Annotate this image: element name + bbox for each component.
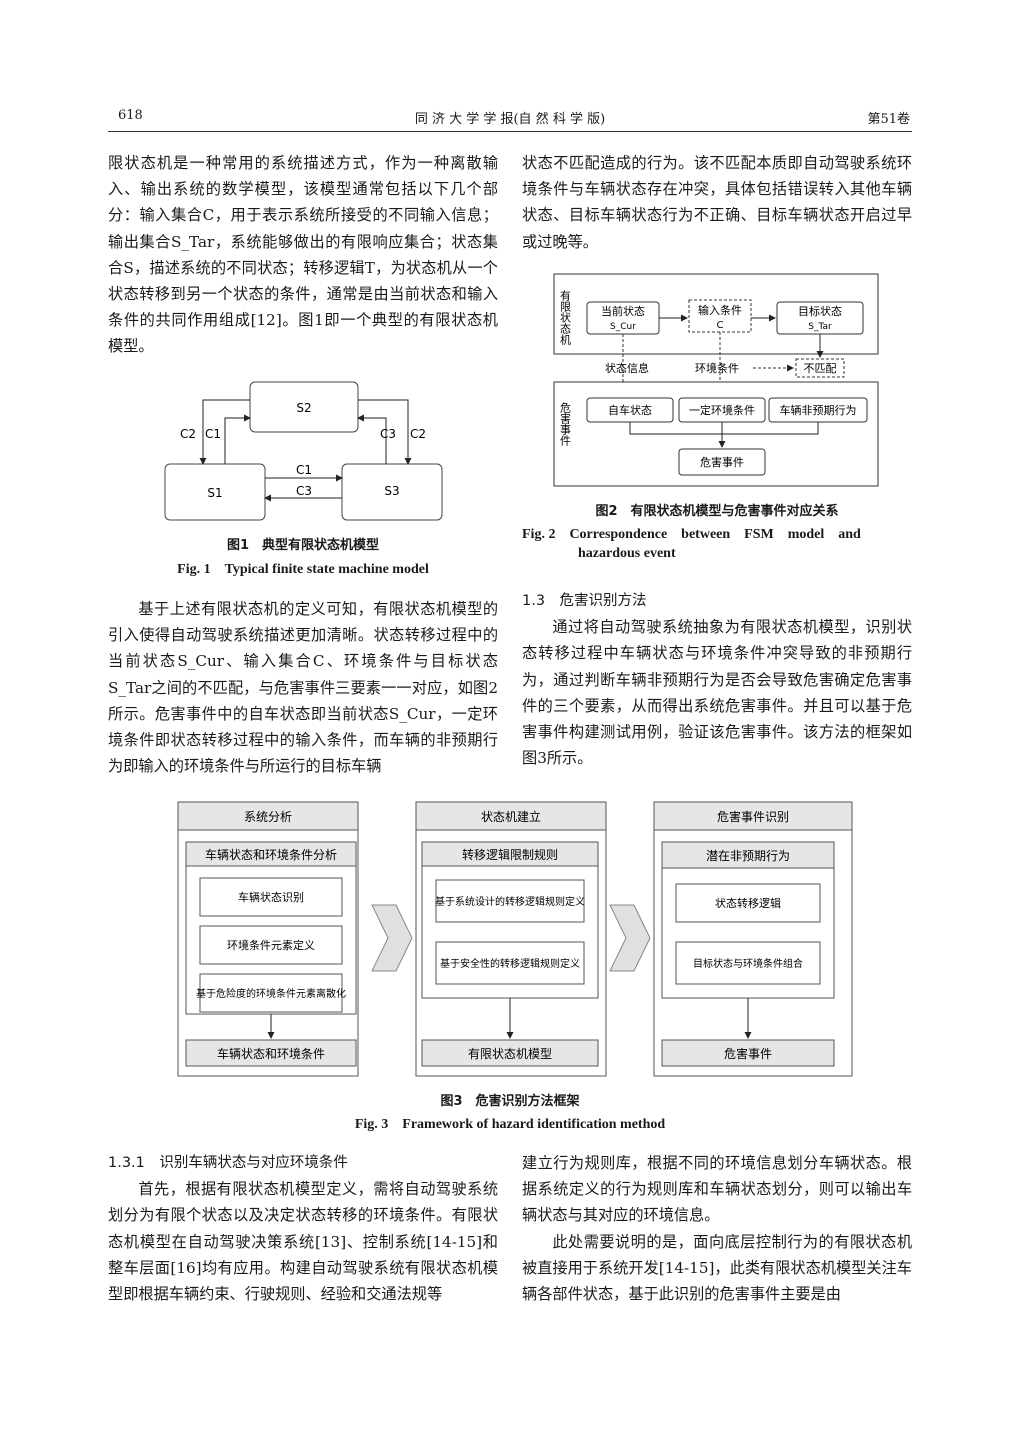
- arrow-s2-s1-outer: [199, 399, 250, 465]
- bottom-right-paragraph-1: 建立行为规则库，根据不同的环境信息划分车辆状态。根据系统定义的行为规则库和车辆状…: [522, 1154, 912, 1225]
- unexpected-behavior-label: 车辆非预期行为: [780, 403, 857, 417]
- col3-item-2: 目标状态与环境条件组合: [693, 957, 803, 970]
- left-column-top: 限状态机是一种常用的系统描述方式，作为一种离散输入、输出系统的数学模型，该模型通…: [108, 150, 498, 360]
- col1-item-1: 车辆状态识别: [238, 890, 304, 904]
- state-s1-label: S1: [207, 486, 222, 500]
- left-column-bottom: 基于上述有限状态机的定义可知，有限状态机模型的引入使得自动驾驶系统描述更加清晰。…: [108, 596, 498, 779]
- figure-2-diagram: 有限状态机 当前状态 S_Cur 输入条件 C 目标状态 S_Tar 状态信息 …: [553, 273, 879, 487]
- fsm-label: 有限状态机: [559, 289, 572, 345]
- input-condition-symbol: C: [717, 320, 724, 331]
- target-state-symbol: S_Tar: [808, 322, 832, 332]
- col1-output: 车辆状态和环境条件: [217, 1046, 325, 1061]
- bottom-left-paragraph: 首先，根据有限状态机模型定义，需将自动驾驶系统划分为有限个状态以及决定状态转移的…: [108, 1180, 498, 1304]
- state-s3: [341, 463, 443, 521]
- hazard-event-box: [678, 448, 766, 476]
- col2-sub-bar: [421, 841, 599, 867]
- col3-output: 危害事件: [724, 1046, 772, 1061]
- right-paragraph-2: 通过将自动驾驶系统抽象为有限状态机模型，识别状态转移过程中车辆状态与环境条件冲突…: [522, 618, 912, 768]
- right-column-top: 状态不匹配造成的行为。该不匹配本质即自动驾驶系统环境条件与车辆状态存在冲突，具体…: [522, 150, 912, 255]
- section-1-3-1-heading: 1.3.1 识别车辆状态与对应环境条件: [108, 1155, 348, 1171]
- env-cond-label: 环境条件: [695, 361, 739, 375]
- input-condition-label: 输入条件: [698, 303, 742, 317]
- header-rule: [108, 131, 912, 132]
- col2-title-bar: [415, 801, 607, 831]
- arrow-s3-s2-inner: [357, 414, 387, 464]
- figure-1-caption-cn: 图1 典型有限状态机模型: [226, 538, 380, 553]
- col3-title-bar: [653, 801, 853, 831]
- right-paragraph-1: 状态不匹配造成的行为。该不匹配本质即自动驾驶系统环境条件与车辆状态存在冲突，具体…: [522, 154, 912, 251]
- certain-env-label: 一定环境条件: [689, 403, 755, 417]
- label-c1-left: C1: [205, 427, 221, 441]
- col1-item-2-box: [199, 925, 343, 965]
- col1-sub-bar: [185, 841, 357, 867]
- col1-item-3-box: [199, 973, 343, 1013]
- figure-2-caption-en-2: hazardous event: [578, 546, 676, 561]
- col1-output-box: [185, 1039, 357, 1067]
- col1-item-1-box: [199, 877, 343, 917]
- figure-2-caption-cn: 图2 有限状态机模型与危害事件对应关系: [595, 504, 839, 519]
- col2-item-2: 基于安全性的转移逻辑规则定义: [440, 957, 580, 970]
- bottom-left-column: 1.3.1 识别车辆状态与对应环境条件 首先，根据有限状态机模型定义，需将自动驾…: [108, 1150, 498, 1307]
- col1-item-2: 环境条件元素定义: [227, 938, 315, 952]
- col2-item-1: 基于系统设计的转移逻辑规则定义: [435, 895, 585, 908]
- state-s2: [249, 381, 359, 433]
- bottom-right-column: 建立行为规则库，根据不同的环境信息划分车辆状态。根据系统定义的行为规则库和车辆状…: [522, 1150, 912, 1307]
- col3-item-2-box: [675, 941, 821, 985]
- figure-2-caption-en-1: Fig. 2 Correspondence between FSM model …: [522, 527, 861, 542]
- col2-output: 有限状态机模型: [468, 1047, 552, 1061]
- label-c1-mid: C1: [296, 463, 312, 477]
- hazard-event-label: 危害事件: [700, 455, 744, 469]
- chevron-arrow-2: [609, 904, 651, 972]
- col2-title: 状态机建立: [481, 809, 541, 824]
- figure-3-caption-cn: 图3 危害识别方法框架: [440, 1094, 580, 1109]
- col3-sub: 潜在非预期行为: [706, 849, 790, 863]
- volume-label: 第51卷: [867, 112, 910, 127]
- col3-title: 危害事件识别: [717, 809, 789, 824]
- section-1-3-heading: 1.3 危害识别方法: [522, 593, 647, 609]
- col1-sub: 车辆状态和环境条件分析: [205, 847, 337, 862]
- col3-item-1: 状态转移逻辑: [715, 896, 781, 910]
- figure-1-caption-en: Fig. 1 Typical finite state machine mode…: [177, 562, 429, 577]
- col2-output-box: [421, 1039, 599, 1067]
- mismatch-box: [795, 358, 845, 378]
- join-line: [629, 422, 819, 435]
- bottom-right-paragraph-2: 此处需要说明的是，面向底层控制行为的有限状态机被直接用于系统开发[14-15]，…: [522, 1232, 912, 1304]
- figure-1-diagram: S2 S1 S3 C2 C1 C3 C2 C1 C3: [164, 381, 443, 521]
- hazard-label: 危害事件: [559, 402, 572, 447]
- state-s3-label: S3: [384, 484, 399, 498]
- page-number: 618: [118, 108, 143, 123]
- current-state-symbol: S_Cur: [610, 322, 636, 332]
- arrow-s2-s3-outer: [358, 399, 412, 465]
- chevron-arrow-1: [371, 904, 413, 972]
- ego-state-label: 自车状态: [608, 403, 652, 417]
- label-c3-right: C3: [380, 427, 396, 441]
- current-state-label: 当前状态: [601, 304, 645, 318]
- col3-item-1-box: [675, 883, 821, 923]
- state-s2-label: S2: [296, 401, 311, 415]
- left-paragraph-1: 限状态机是一种常用的系统描述方式，作为一种离散输入、输出系统的数学模型，该模型通…: [108, 154, 498, 356]
- col2-sub: 转移逻辑限制规则: [462, 847, 558, 862]
- col1-item-3: 基于危险度的环境条件元素离散化: [196, 987, 346, 1000]
- mismatch-label: 不匹配: [804, 362, 837, 375]
- col1-title: 系统分析: [244, 810, 292, 824]
- label-c2-left: C2: [180, 427, 196, 441]
- right-column-bottom: 1.3 危害识别方法 通过将自动驾驶系统抽象为有限状态机模型，识别状态转移过程中…: [522, 588, 912, 771]
- journal-title: 同 济 大 学 学 报(自 然 科 学 版): [414, 112, 606, 127]
- col2-item-1-box: [435, 879, 585, 923]
- state-info-label: 状态信息: [605, 361, 649, 375]
- figure-3-diagram: 系统分析 车辆状态和环境条件分析 车辆状态识别 环境条件元素定义 基于危险度的环…: [177, 801, 853, 1077]
- col3-output-box: [661, 1039, 835, 1067]
- col2-item-2-box: [435, 941, 585, 985]
- figure-3-caption-en: Fig. 3 Framework of hazard identificatio…: [354, 1117, 666, 1132]
- state-s1: [164, 463, 266, 521]
- col3-sub-bar: [661, 841, 835, 869]
- left-paragraph-2: 基于上述有限状态机的定义可知，有限状态机模型的引入使得自动驾驶系统描述更加清晰。…: [108, 600, 498, 776]
- label-c2-right: C2: [410, 427, 426, 441]
- target-state-label: 目标状态: [798, 304, 842, 318]
- col1-title-bar: [177, 801, 359, 831]
- input-condition-box: [688, 299, 752, 333]
- label-c3-mid: C3: [296, 484, 312, 498]
- arrow-s1-s2-inner: [224, 414, 251, 464]
